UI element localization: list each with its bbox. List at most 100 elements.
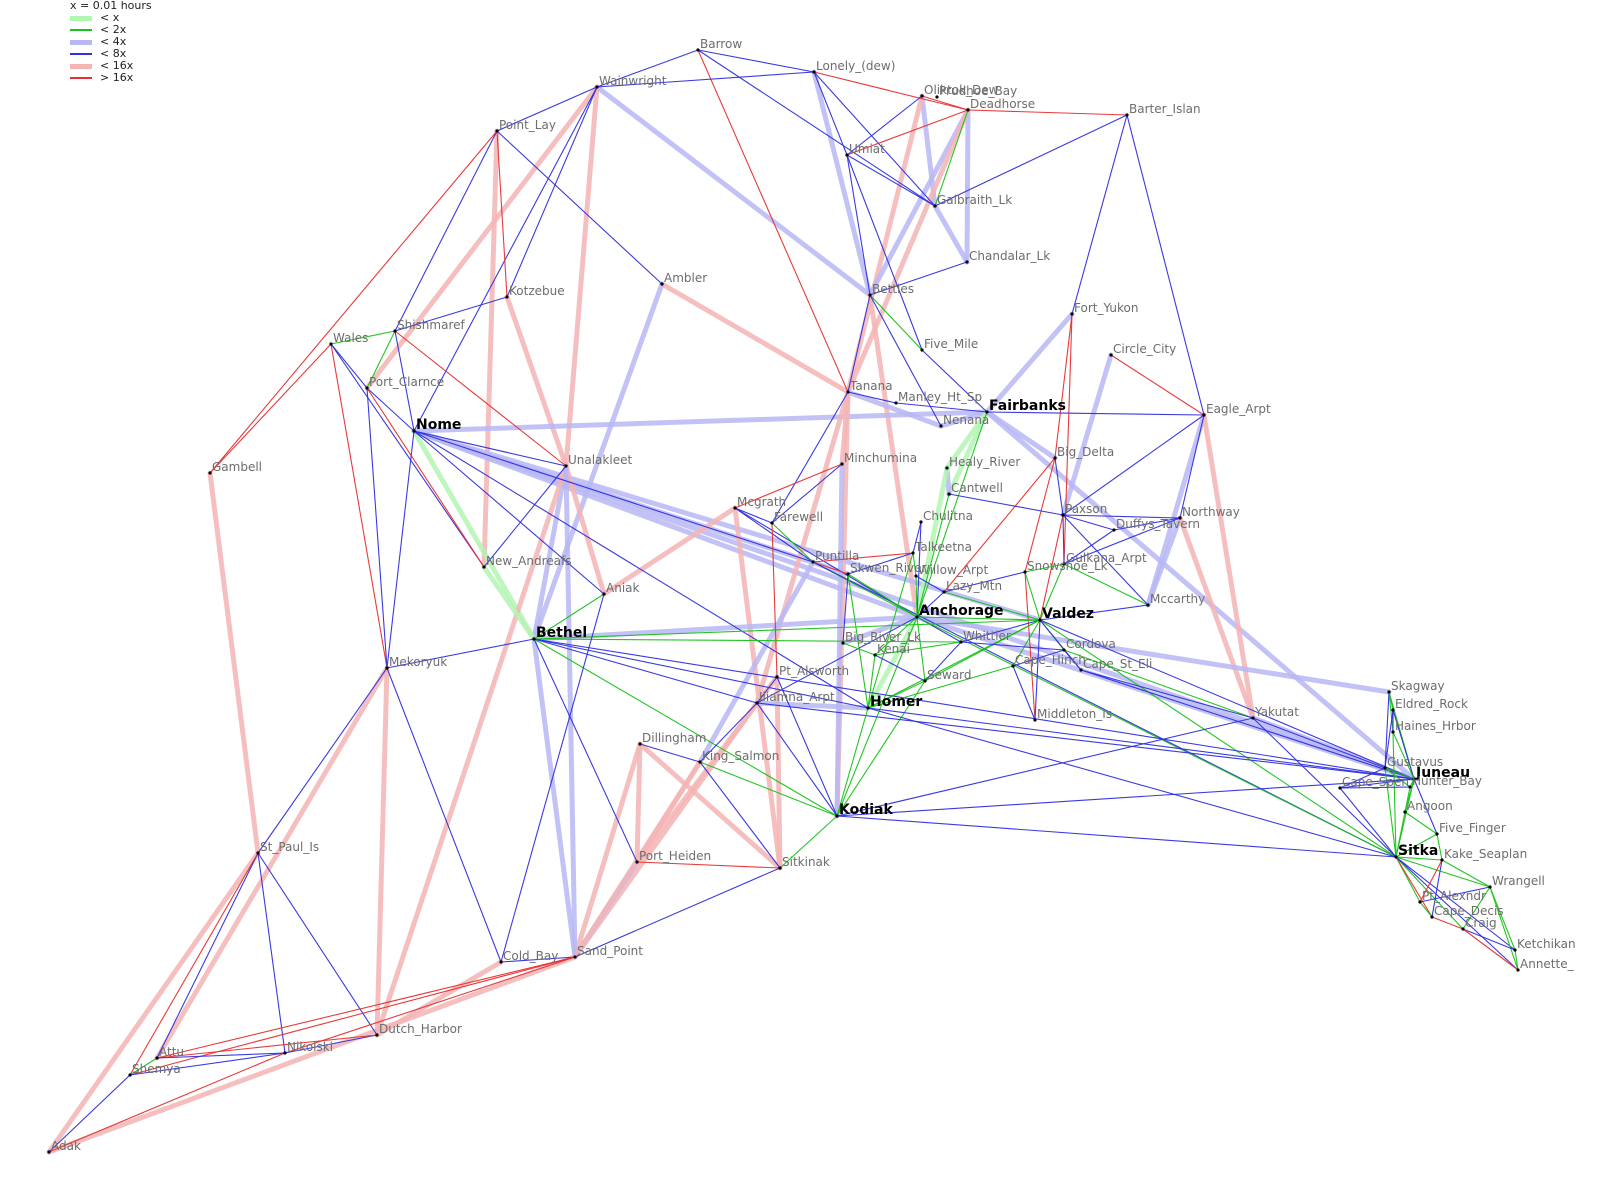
node-label: Cape_Spen xyxy=(1342,775,1409,789)
node-St_Paul_Is xyxy=(256,851,260,855)
node-label: Point_Lay xyxy=(499,118,556,132)
edge-Puntilla-Skwentna xyxy=(812,561,849,575)
node-label: Kenai xyxy=(877,642,910,656)
edge-Five_Finger-Kake_Seaplan xyxy=(1436,833,1443,861)
node-label: Aniak xyxy=(606,581,640,595)
edge-Eagle_Arpt-Yakutat xyxy=(1201,412,1256,721)
node-label: Willow_Arpt xyxy=(918,563,989,577)
legend-swatch xyxy=(70,63,92,69)
node-Ketchikan xyxy=(1513,948,1517,952)
node-label: Duffys_Tavern xyxy=(1116,517,1200,531)
edge-Juneau-Kodiak xyxy=(836,778,1415,817)
node-Five_Finger xyxy=(1435,832,1439,836)
edge-Eldred_Rock-Gustavus xyxy=(1384,709,1394,769)
edge-Bethel-Aniak xyxy=(533,593,605,640)
edge-Bettles-Five_Mile xyxy=(869,294,923,351)
edge-Sitka-Wrangell xyxy=(1395,856,1491,888)
legend-rows: < x< 2x< 4x< 8x< 16x> 16x xyxy=(70,12,152,84)
node-label: Puntilla xyxy=(815,549,859,563)
node-label: Wainwright xyxy=(599,74,667,88)
legend-item: < 2x xyxy=(70,24,152,36)
node-label: Cold_Bay xyxy=(503,949,558,963)
edge-Paxson-Valdez xyxy=(1039,514,1064,621)
edge-Mcgrath-Sitkinak xyxy=(732,505,783,871)
edge-Seward-Homer xyxy=(867,680,926,709)
node-Duffys_Tavern xyxy=(1112,528,1116,532)
edge-Oliktok_Dew-Umiat xyxy=(846,95,923,156)
node-label: Annette_ xyxy=(1520,957,1575,971)
edge-Skagway-Gustavus xyxy=(1384,691,1390,769)
edge-Five_Finger-Sitka xyxy=(1395,833,1438,858)
node-Lazy_Mtn xyxy=(942,590,946,594)
node-Shishmaref xyxy=(393,329,397,333)
node-label: Nenana xyxy=(943,413,989,427)
edge-Gulkana_Arpt-Duffys_Tavern xyxy=(1063,529,1115,565)
edge-St_Paul_Is-Nikolski xyxy=(257,852,286,1054)
node-label: Talkeetna xyxy=(914,540,972,554)
edge-Pt_Alexander-Cape_Decision xyxy=(1419,901,1433,918)
node-label: Craig xyxy=(1465,916,1497,930)
edge-Dutch_Harbor-Attu xyxy=(156,1034,378,1059)
edge-Nome-Mekoryuk xyxy=(386,430,415,669)
node-Kotzebue xyxy=(505,295,509,299)
node-Healy_River xyxy=(945,466,949,470)
edge-Bettles-Tanana xyxy=(847,294,871,393)
node-label: Cape_St_Eli xyxy=(1083,657,1152,671)
edge-Haines_Hrbor-Sitka xyxy=(1392,731,1397,858)
node-label: Gustavus xyxy=(1387,755,1443,769)
node-layer xyxy=(47,48,1520,1154)
edge-Cape_Spencer-Hunter_Bay xyxy=(1339,786,1411,789)
edge-St_Paul_Is-Shemya xyxy=(129,852,259,1076)
node-label: Pt_Alsworth xyxy=(779,664,849,678)
edge-Umiat-Five_Mile xyxy=(846,154,923,351)
edge-Sitka-Craig xyxy=(1395,856,1464,930)
node-label: Big_River_Lk xyxy=(845,630,921,644)
node-Anchorage xyxy=(915,615,919,619)
edge-Minchumina-Kodiak xyxy=(834,461,845,819)
node-label: Manley_Ht_Sp xyxy=(898,390,982,404)
node-label: Cordova xyxy=(1066,637,1116,651)
edge-Mcgrath-Aniak xyxy=(601,505,738,597)
node-Nome xyxy=(412,429,416,433)
edge-Tanana-Nenana xyxy=(845,389,944,429)
node-Big_River_Lk xyxy=(841,641,845,645)
edge-Kodiak-Sitkinak xyxy=(779,815,838,869)
edge-Skagway-Haines_Hrbor xyxy=(1388,691,1394,733)
edge-Angoon-Five_Finger xyxy=(1404,811,1438,835)
edge-Minchumina-Farewell xyxy=(771,463,843,524)
edge-Sand_Point-Nikolski xyxy=(284,956,576,1054)
edge-Unalakleet-Aniak xyxy=(563,463,607,597)
edge-St_Paul_Is-Dutch_Harbor xyxy=(257,852,378,1036)
node-label: Barrow xyxy=(700,37,742,51)
edge-Mcgrath-Puntilla xyxy=(734,507,814,563)
edge-Skwentna-Anchorage xyxy=(847,573,918,618)
edge-Nome-Homer xyxy=(413,430,869,709)
edge-Anchorage-Iliamna_Arpt xyxy=(756,616,918,704)
edge-Ambler-Bethel xyxy=(531,281,665,642)
edge-Point_Lay-Gambell xyxy=(209,130,498,474)
node-Middleton_Is xyxy=(1033,718,1037,722)
node-label: Five_Mile xyxy=(924,337,978,351)
node-Nenana xyxy=(939,424,943,428)
node-Valdez xyxy=(1038,618,1042,622)
edge-Bethel-Kodiak xyxy=(533,638,838,817)
legend-swatch xyxy=(70,77,92,79)
node-label: Big_Delta xyxy=(1057,445,1114,459)
node-Cantwell xyxy=(947,492,951,496)
edge-Nome-Bethel xyxy=(411,428,537,642)
edge-Big_Delta-Snowshoe_Lk xyxy=(1024,457,1056,573)
node-Big_Delta xyxy=(1053,456,1057,460)
node-Gambell xyxy=(208,471,212,475)
node-Ambler xyxy=(660,282,664,286)
edge-Kake_Seaplan-Wrangell xyxy=(1441,859,1491,888)
edge-Sitka-Cape_Decision xyxy=(1395,856,1433,918)
node-label: Northway xyxy=(1182,505,1240,519)
edge-Lonely_(dew)-Galbraith_Lk xyxy=(813,71,936,207)
edge-Sand_Point-Adak xyxy=(46,954,578,1155)
edge-Juneau-Five_Finger xyxy=(1413,778,1438,835)
edge-Barrow-Galbraith_Lk xyxy=(697,49,936,207)
edge-Kenai-Homer xyxy=(867,654,876,709)
node-Cape_Spencer xyxy=(1338,786,1342,790)
edge-Fort_Yukon-Big_Delta xyxy=(1054,313,1073,459)
